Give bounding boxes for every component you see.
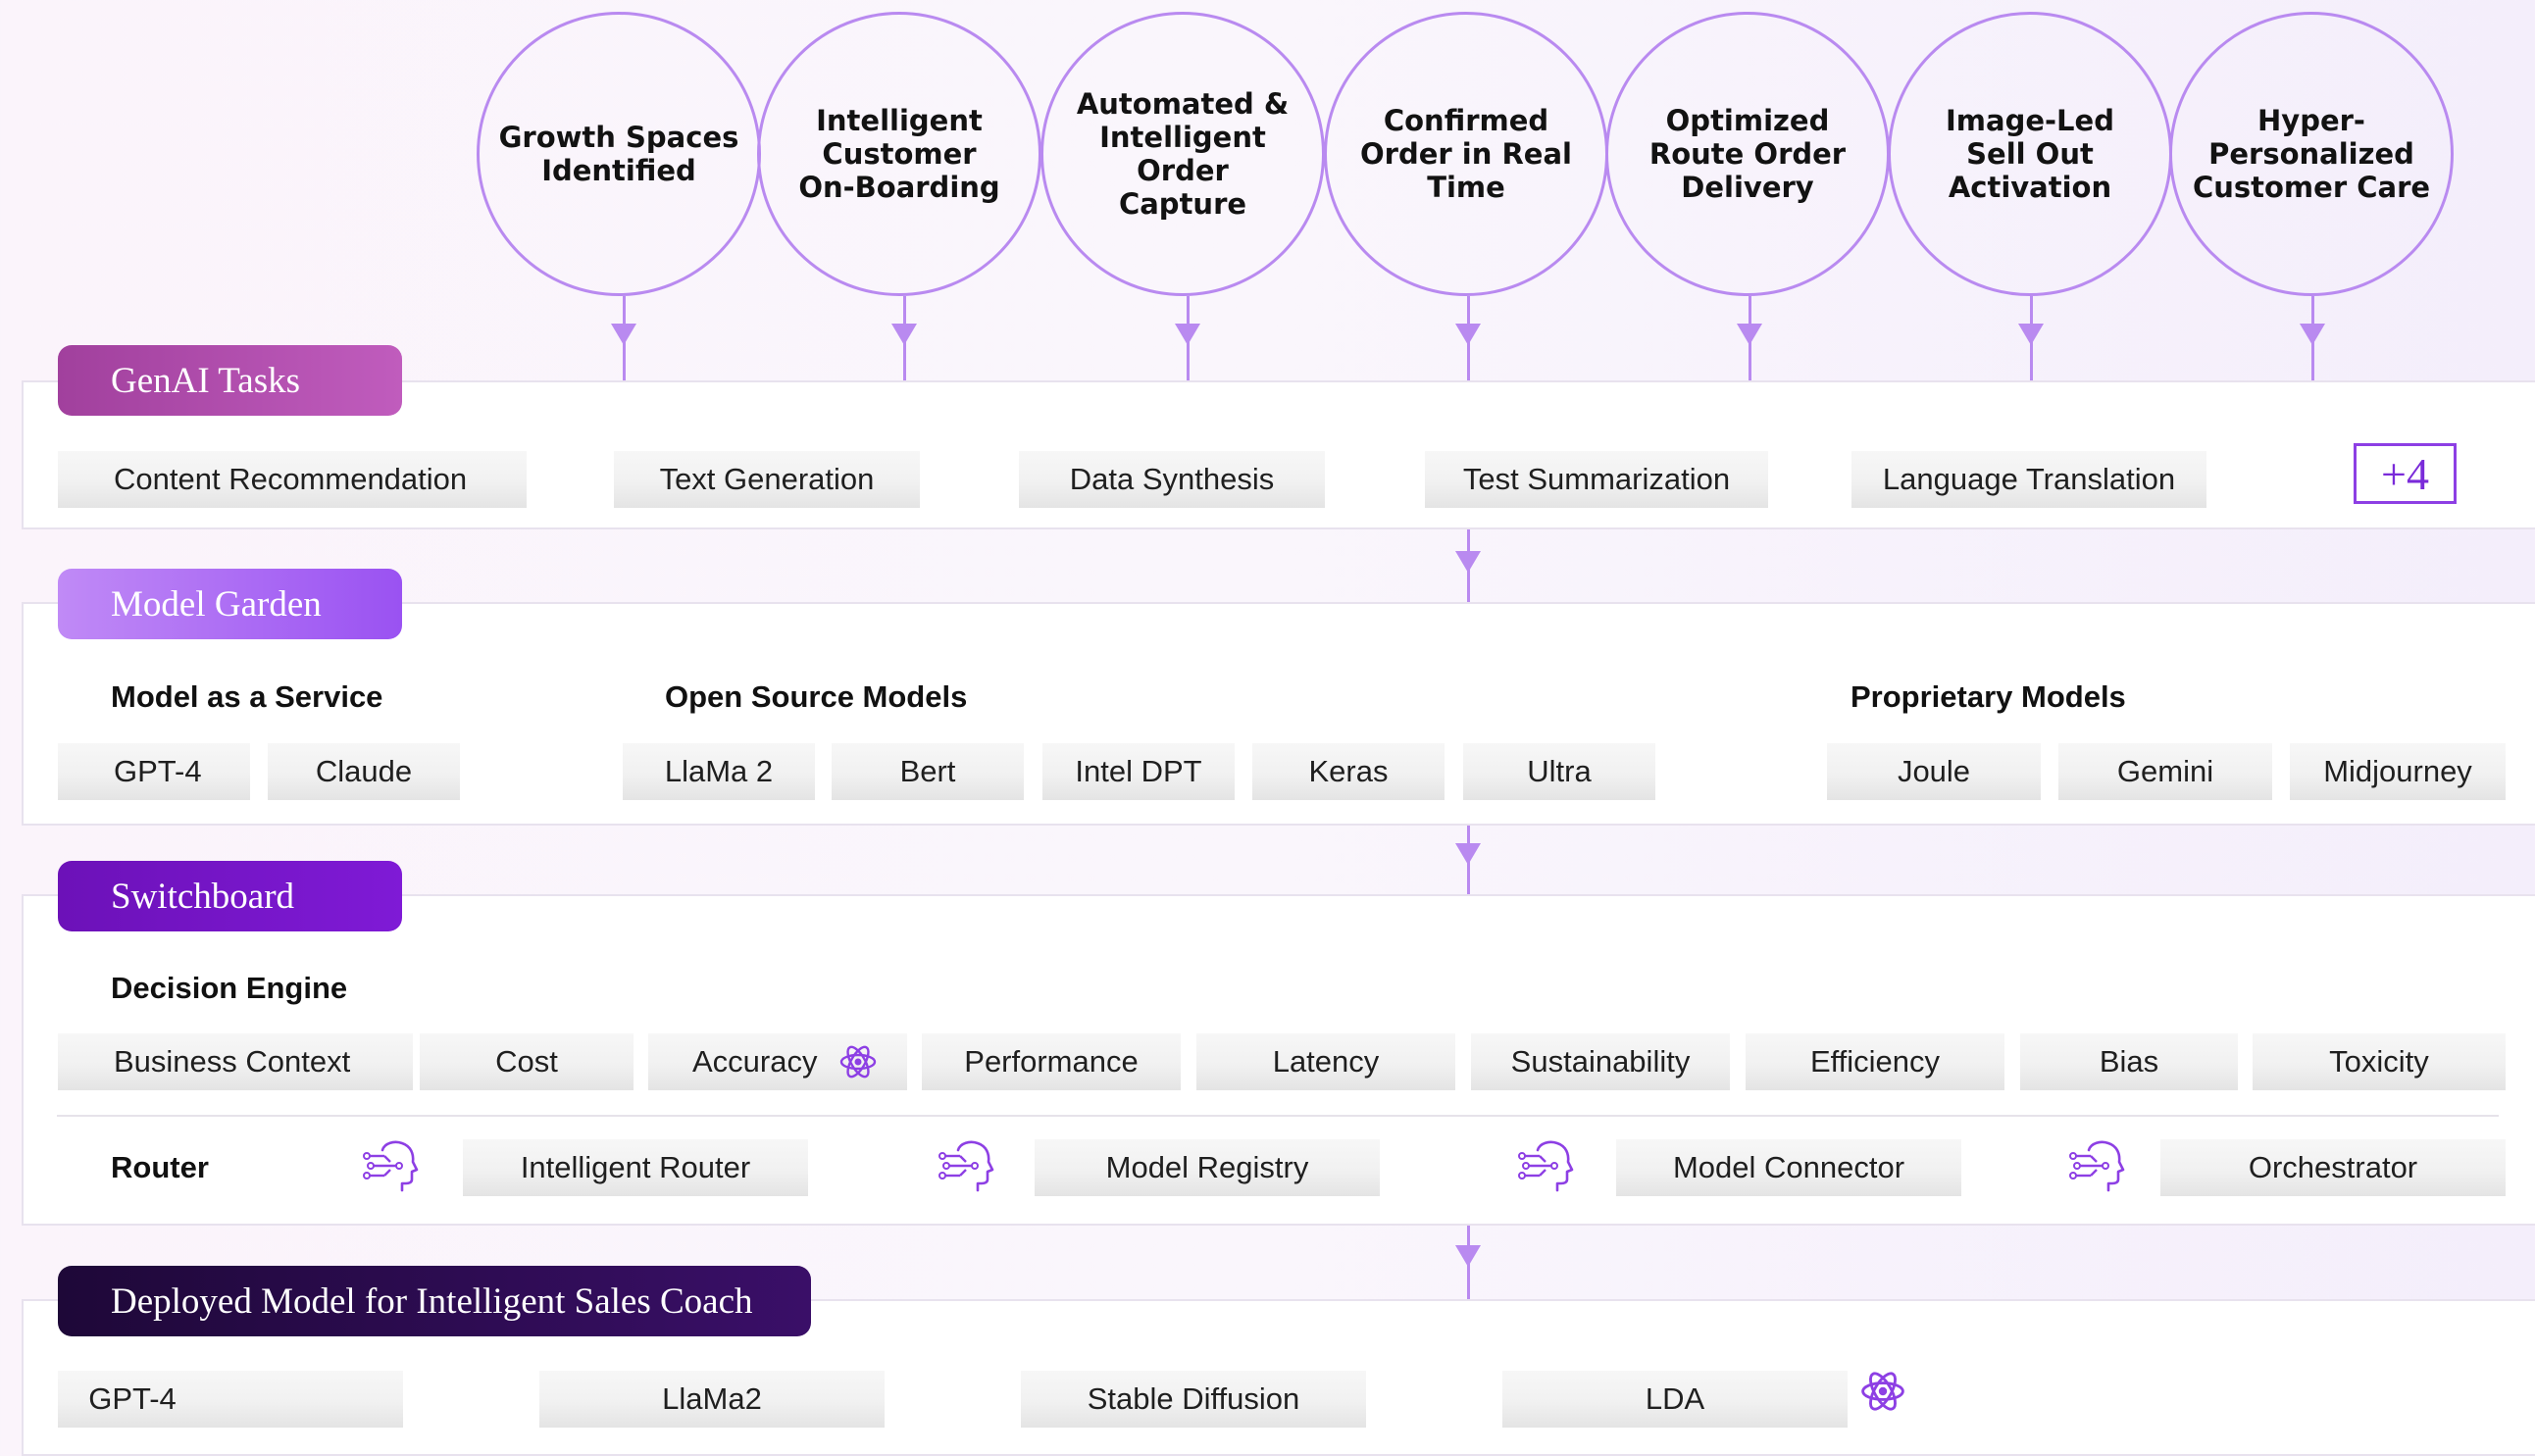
stage-circle: Growth Spaces Identified bbox=[477, 12, 761, 296]
model-chip: Keras bbox=[1252, 743, 1445, 800]
criteria-chip: Bias bbox=[2020, 1033, 2238, 1090]
connector-arrow bbox=[1455, 1245, 1481, 1267]
task-chip: Content Recommendation bbox=[58, 451, 527, 508]
connector-arrow bbox=[2018, 324, 2044, 345]
criteria-chip: Business Context bbox=[58, 1033, 413, 1090]
model-chip: LlaMa 2 bbox=[623, 743, 815, 800]
connector-arrow bbox=[891, 324, 917, 345]
stage-circle: Image-Led Sell Out Activation bbox=[1888, 12, 2172, 296]
model-chip: GPT-4 bbox=[58, 743, 250, 800]
more-tasks-button[interactable]: +4 bbox=[2354, 443, 2457, 504]
deployed-chip: LDA bbox=[1502, 1371, 1848, 1428]
stage-circle: Confirmed Order in Real Time bbox=[1324, 12, 1608, 296]
ai-head-icon bbox=[938, 1140, 994, 1192]
criteria-label: Accuracy bbox=[692, 1044, 818, 1079]
model-chip: Intel DPT bbox=[1042, 743, 1235, 800]
connector-arrow bbox=[1455, 843, 1481, 865]
router-chip: Intelligent Router bbox=[463, 1139, 808, 1196]
atom-icon bbox=[1861, 1372, 1904, 1411]
router-chip: Model Registry bbox=[1035, 1139, 1380, 1196]
stage-circle: Hyper- Personalized Customer Care bbox=[2169, 12, 2454, 296]
stage-circle: Automated & Intelligent Order Capture bbox=[1040, 12, 1325, 296]
divider bbox=[57, 1115, 2499, 1117]
criteria-chip: Toxicity bbox=[2253, 1033, 2506, 1090]
connector-arrow bbox=[2300, 324, 2325, 345]
task-chip: Data Synthesis bbox=[1019, 451, 1325, 508]
model-chip: Claude bbox=[268, 743, 460, 800]
task-chip: Test Summarization bbox=[1425, 451, 1768, 508]
model-chip: Gemini bbox=[2058, 743, 2272, 800]
switchboard-pill: Switchboard bbox=[58, 861, 402, 931]
connector-arrow bbox=[611, 324, 636, 345]
criteria-chip: Latency bbox=[1196, 1033, 1455, 1090]
deployed-chip: Stable Diffusion bbox=[1021, 1371, 1366, 1428]
router-label: Router bbox=[111, 1150, 209, 1184]
model-garden-pill: Model Garden bbox=[58, 569, 402, 639]
router-chip: Model Connector bbox=[1616, 1139, 1961, 1196]
model-chip: Midjourney bbox=[2290, 743, 2506, 800]
deployed-chip: LlaMa2 bbox=[539, 1371, 885, 1428]
stage-circle: Intelligent Customer On-Boarding bbox=[757, 12, 1041, 296]
ai-head-icon bbox=[363, 1140, 419, 1192]
atom-icon bbox=[840, 1045, 877, 1079]
open-source-heading: Open Source Models bbox=[665, 679, 968, 714]
decision-engine-heading: Decision Engine bbox=[111, 971, 348, 1005]
criteria-chip: Sustainability bbox=[1471, 1033, 1730, 1090]
maas-heading: Model as a Service bbox=[111, 679, 383, 714]
connector-arrow bbox=[1455, 324, 1481, 345]
model-chip: Bert bbox=[832, 743, 1024, 800]
criteria-chip: Performance bbox=[922, 1033, 1181, 1090]
criteria-chip: Accuracy bbox=[648, 1033, 907, 1090]
stage-circle: Optimized Route Order Delivery bbox=[1605, 12, 1890, 296]
task-chip: Text Generation bbox=[614, 451, 920, 508]
connector-arrow bbox=[1455, 551, 1481, 573]
proprietary-heading: Proprietary Models bbox=[1851, 679, 2126, 714]
ai-head-icon bbox=[2069, 1140, 2125, 1192]
genai-tasks-pill: GenAI Tasks bbox=[58, 345, 402, 416]
criteria-chip: Efficiency bbox=[1746, 1033, 2004, 1090]
connector-arrow bbox=[1175, 324, 1200, 345]
deployed-model-pill: Deployed Model for Intelligent Sales Coa… bbox=[58, 1266, 811, 1336]
model-chip: Joule bbox=[1827, 743, 2041, 800]
task-chip: Language Translation bbox=[1851, 451, 2206, 508]
ai-head-icon bbox=[1518, 1140, 1574, 1192]
router-chip: Orchestrator bbox=[2160, 1139, 2506, 1196]
model-chip: Ultra bbox=[1463, 743, 1655, 800]
connector-arrow bbox=[1737, 324, 1762, 345]
criteria-chip: Cost bbox=[420, 1033, 634, 1090]
deployed-chip: GPT-4 bbox=[58, 1371, 403, 1428]
